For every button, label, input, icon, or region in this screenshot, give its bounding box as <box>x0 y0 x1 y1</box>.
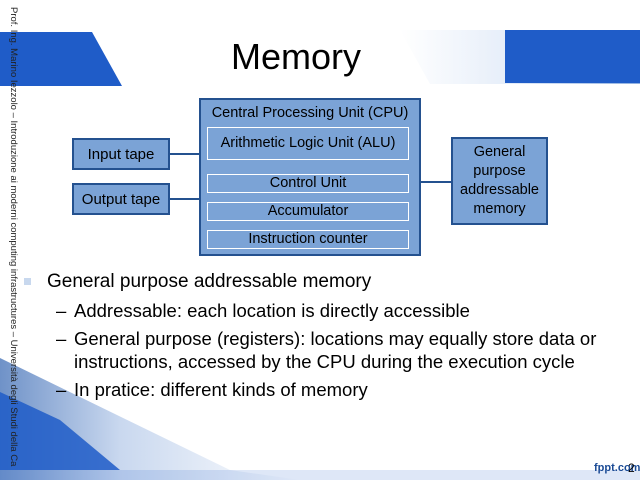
output-tape-label: Output tape <box>81 190 161 208</box>
instruction-counter-box: Instruction counter <box>207 230 409 249</box>
output-tape-box: Output tape <box>72 183 170 215</box>
accumulator-box: Accumulator <box>207 202 409 221</box>
bullet-list: General purpose addressable memory – Add… <box>24 270 614 401</box>
page-number: 2 <box>628 461 635 475</box>
sub-bullet: – In pratice: different kinds of memory <box>56 378 614 401</box>
input-tape-box: Input tape <box>72 138 170 170</box>
memory-box: General purpose addressable memory <box>451 137 548 225</box>
bullet-main-text: General purpose addressable memory <box>47 271 372 292</box>
sub-bullet-text: General purpose (registers): locations m… <box>74 328 597 372</box>
square-bullet-icon <box>24 278 31 285</box>
sub-bullet: – General purpose (registers): locations… <box>56 327 614 373</box>
alu-box: Arithmetic Logic Unit (ALU) <box>207 127 409 160</box>
bullet-main: General purpose addressable memory <box>24 270 614 294</box>
sub-bullet: – Addressable: each location is directly… <box>56 299 614 322</box>
alu-label: Arithmetic Logic Unit (ALU) <box>220 135 396 151</box>
dash-bullet-icon: – <box>56 379 67 400</box>
dash-bullet-icon: – <box>56 328 67 349</box>
connector-output-cpu <box>170 198 200 200</box>
dash-bullet-icon: – <box>56 300 67 321</box>
sub-bullet-text: Addressable: each location is directly a… <box>74 300 470 321</box>
sub-bullet-text: In pratice: different kinds of memory <box>74 379 368 400</box>
connector-input-cpu <box>170 153 200 155</box>
connector-cpu-memory <box>420 181 451 183</box>
control-unit-label: Control Unit <box>269 175 347 191</box>
accumulator-label: Accumulator <box>267 203 349 219</box>
cpu-label: Central Processing Unit (CPU) <box>211 105 409 121</box>
control-unit-box: Control Unit <box>207 174 409 193</box>
memory-label: General purpose addressable memory <box>460 144 539 217</box>
slide-title: Memory <box>230 36 361 77</box>
input-tape-label: Input tape <box>87 145 155 163</box>
instruction-counter-label: Instruction counter <box>248 231 368 247</box>
brand-label: fppt.com <box>594 462 640 474</box>
